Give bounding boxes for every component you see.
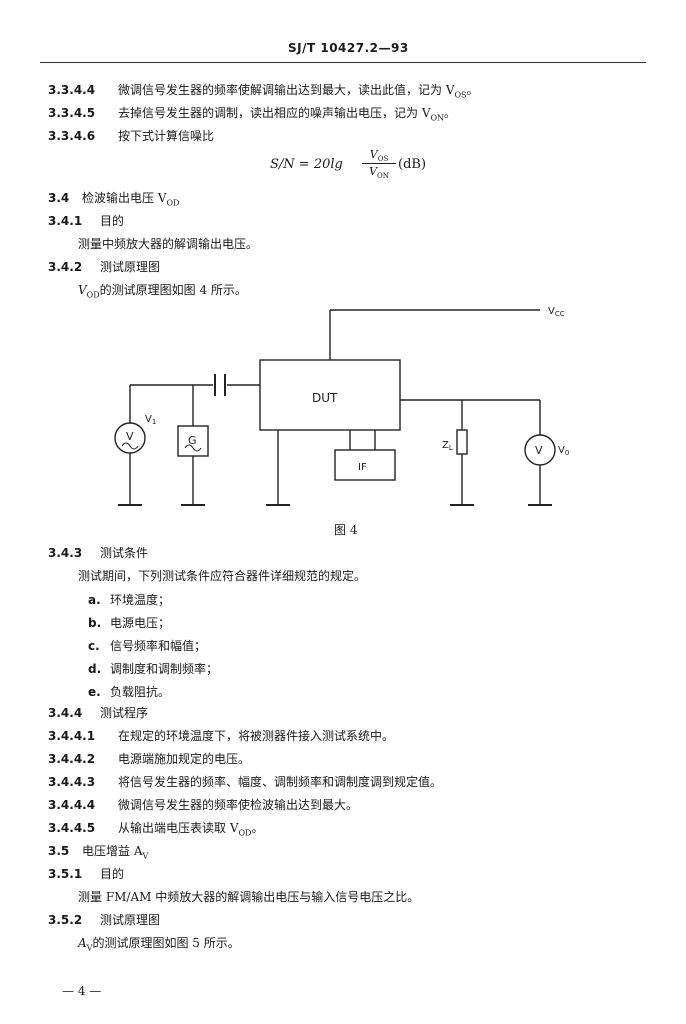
section-text: 目的 [100, 867, 125, 881]
section-number: e. [88, 685, 101, 699]
section-text: AV的测试原理图如图 5 所示。 [78, 936, 240, 953]
v1-label: V1 [145, 414, 156, 426]
section-text: 电源电压； [110, 616, 171, 630]
header-rule [40, 62, 646, 63]
formula-numerator: VOS [362, 147, 396, 164]
section-text: VOD的测试原理图如图 4 所示。 [78, 283, 247, 300]
section-number: 3.5 [48, 844, 70, 858]
section-text: 测试期间，下列测试条件应符合器件详细规范的规定。 [78, 569, 367, 583]
section-text: 负载阻抗。 [110, 685, 171, 699]
zl-label: ZL [442, 440, 453, 452]
section-number: 3.4.4.3 [48, 775, 96, 789]
vo-label: V0 [558, 445, 569, 457]
formula-fraction: VOS VON [362, 147, 396, 180]
section-text: 信号频率和幅值； [110, 639, 207, 653]
formula-lhs: S/N = 20lg [270, 157, 343, 172]
section-number: 3.4.4.1 [48, 729, 96, 743]
section-number: c. [88, 639, 100, 653]
section-number: 3.3.4.4 [48, 83, 96, 97]
section-text: 检波输出电压 VOD [82, 191, 180, 208]
section-number: a. [88, 593, 101, 607]
vo-meter-symbol: V [535, 444, 543, 457]
if-label: IF [358, 462, 367, 473]
v1-meter-symbol: V [126, 430, 134, 443]
if-box [334, 449, 396, 481]
page-number: — 4 — [62, 984, 102, 998]
formula-denominator: VON [369, 165, 389, 181]
section-number: 3.4.3 [48, 546, 83, 560]
section-number: d. [88, 662, 102, 676]
dut-label: DUT [312, 391, 338, 405]
section-number: 3.3.4.6 [48, 129, 96, 143]
vcc-label: VCC [548, 306, 565, 318]
section-text: 测试程序 [100, 706, 149, 720]
section-text: 将信号发生器的频率、幅度、调制频率和调制度调到规定值。 [118, 775, 443, 789]
figure-4-circuit: VCC DUT IF V1 V G ZL V V0 [114, 306, 569, 506]
section-number: 3.5.1 [48, 867, 83, 881]
section-number: 3.4.4.2 [48, 752, 96, 766]
section-text: 去掉信号发生器的调制，读出相应的噪声输出电压，记为 VON。 [118, 106, 457, 123]
dut-box [259, 359, 401, 431]
section-number: 3.4.4.4 [48, 798, 96, 812]
section-text: 环境温度； [110, 593, 171, 607]
figure-caption: 图 4 [334, 523, 358, 537]
section-number: 3.4 [48, 191, 70, 205]
section-text: 在规定的环境温度下，将被测器件接入测试系统中。 [118, 729, 395, 743]
section-number: 3.4.2 [48, 260, 83, 274]
zl-resistor [456, 429, 468, 455]
section-text: 测试原理图 [100, 260, 161, 274]
section-number: b. [88, 616, 102, 630]
generator-symbol: G [188, 434, 197, 447]
formula-unit: (dB) [398, 157, 427, 172]
section-number: 3.4.4.5 [48, 821, 96, 835]
section-number: 3.4.1 [48, 214, 83, 228]
section-text: 电压增益 AV [82, 844, 149, 861]
section-text: 微调信号发生器的频率使解调输出达到最大，读出此值，记为 VOS。 [118, 83, 479, 100]
section-number: 3.3.4.5 [48, 106, 96, 120]
standard-header: SJ/T 10427.2—93 [288, 41, 409, 55]
section-number: 3.5.2 [48, 913, 83, 927]
section-text: 测量中频放大器的解调输出电压。 [78, 237, 259, 251]
section-text: 调制度和调制频率； [110, 662, 219, 676]
section-text: 测量 FM/AM 中频放大器的解调输出电压与输入信号电压之比。 [78, 890, 420, 904]
section-text: 微调信号发生器的频率使检波输出达到最大。 [118, 798, 359, 812]
section-text: 测试条件 [100, 546, 149, 560]
section-text: 电源端施加规定的电压。 [118, 752, 251, 766]
section-number: 3.4.4 [48, 706, 83, 720]
section-text: 从输出端电压表读取 VOD。 [118, 821, 264, 838]
section-text: 测试原理图 [100, 913, 161, 927]
section-text: 按下式计算信噪比 [118, 129, 215, 143]
section-text: 目的 [100, 214, 125, 228]
